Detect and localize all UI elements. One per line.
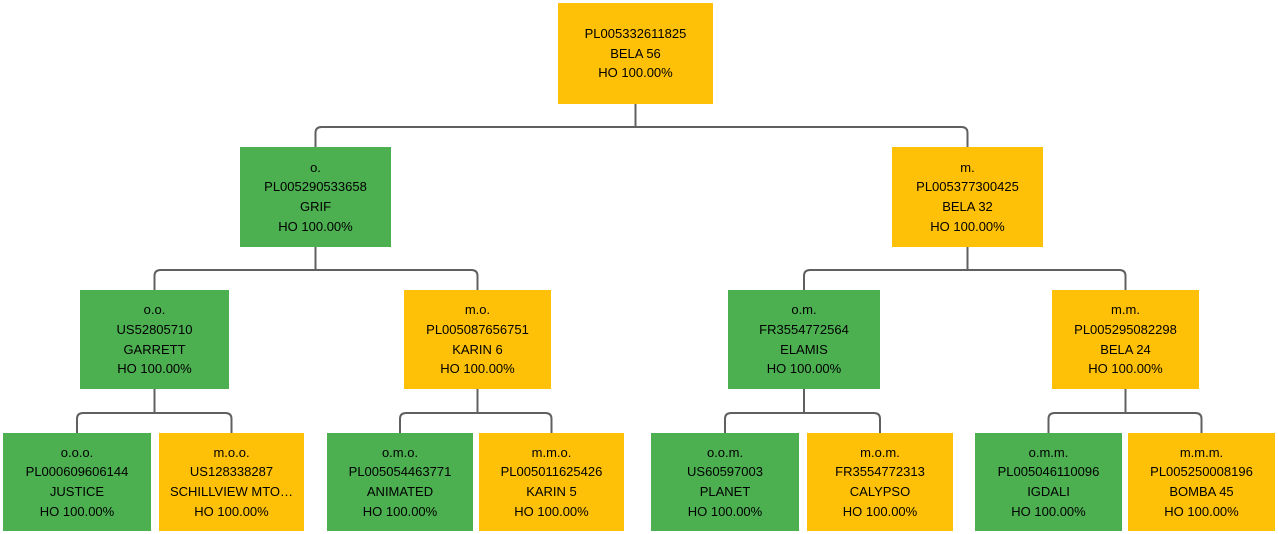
- node-name: IGDALI: [1027, 484, 1070, 499]
- node-path-label: m.m.: [1111, 302, 1140, 317]
- node-path-label: o.o.: [143, 302, 166, 317]
- node-name: ELAMIS: [780, 341, 828, 357]
- node-registration: PL005250008196: [1150, 464, 1253, 480]
- node-registration: PL005332611825: [584, 25, 687, 41]
- connector-bus: [160, 247, 472, 271]
- node-registration: PL005046110096: [997, 464, 1100, 480]
- node-path-label: m.m.o.: [531, 444, 572, 460]
- node-breed-percent: HO 100.00%: [514, 503, 589, 519]
- node-breed-percent: HO 100.00%: [440, 361, 515, 377]
- node-registration: FR3554772564: [759, 321, 849, 337]
- node-path-label: m.o.: [464, 302, 491, 317]
- connector-branch: [961, 126, 969, 147]
- node-name: GARRETT: [123, 341, 186, 357]
- node-path-label: m.m.m.: [1179, 444, 1224, 460]
- node-breed-percent: HO 100.00%: [278, 218, 353, 234]
- node-name: BELA 24: [1100, 341, 1151, 357]
- connector-branch: [314, 126, 322, 147]
- node-name: PLANET: [699, 484, 751, 499]
- node-registration: US52805710: [116, 321, 193, 337]
- node-registration: PL005054463771: [348, 464, 452, 480]
- node-path-label: o.o.o.: [60, 444, 94, 460]
- connector-branch: [471, 269, 479, 290]
- node-registration: PL005087656751: [426, 321, 529, 337]
- connector-branch: [873, 412, 881, 433]
- node-path-label: o.o.m.: [706, 444, 744, 460]
- node-breed-percent: HO 100.00%: [842, 503, 918, 519]
- node-path-label: m.o.o.: [213, 444, 250, 460]
- node-registration: PL005290533658: [264, 179, 367, 195]
- node-breed-percent: HO 100.00%: [687, 503, 763, 519]
- node-name: JUSTICE: [49, 484, 105, 499]
- node-name: SCHILLVIEW MTO…: [169, 484, 294, 499]
- node-name: BELA 32: [942, 199, 993, 214]
- node-breed-percent: HO 100.00%: [194, 503, 269, 519]
- node-path-label: o.m.m.: [1028, 444, 1069, 460]
- connector-bus: [731, 389, 874, 414]
- connector-branch: [153, 269, 161, 290]
- node-breed-percent: HO 100.00%: [1011, 503, 1086, 519]
- node-name: CALYPSO: [849, 484, 911, 499]
- node-name: BELA 56: [610, 45, 661, 61]
- node-registration: US60597003: [687, 464, 763, 480]
- node-registration: PL005377300425: [916, 179, 1019, 195]
- node-path-label: o.: [310, 159, 321, 175]
- node-breed-percent: HO 100.00%: [1088, 361, 1163, 377]
- connector-branch: [724, 412, 732, 433]
- node-path-label: m.: [960, 159, 975, 175]
- connector-branch: [545, 412, 553, 433]
- connector-branch: [803, 269, 811, 290]
- node-path-label: m.o.m.: [860, 444, 900, 460]
- node-breed-percent: HO 100.00%: [117, 361, 192, 377]
- node-name: BOMBA 45: [1169, 484, 1234, 499]
- node-breed-percent: HO 100.00%: [39, 503, 115, 519]
- node-breed-percent: HO 100.00%: [598, 65, 673, 81]
- node-registration: US128338287: [189, 464, 274, 480]
- node-name: KARIN 6: [452, 341, 503, 357]
- connector-branch: [225, 412, 233, 433]
- connector-bus: [321, 104, 962, 128]
- node-breed-percent: HO 100.00%: [930, 218, 1005, 234]
- node-registration: PL005295082298: [1074, 321, 1177, 337]
- node-breed-percent: HO 100.00%: [766, 361, 842, 377]
- node-breed-percent: HO 100.00%: [1164, 503, 1239, 519]
- node-breed-percent: HO 100.00%: [362, 503, 438, 519]
- connector-branch: [1119, 269, 1127, 290]
- node-registration: FR3554772313: [835, 464, 925, 480]
- node-path-label: o.m.o.: [381, 444, 419, 460]
- node-registration: PL000609606144: [25, 464, 129, 480]
- connector-bus: [810, 247, 1120, 271]
- connector-bus: [406, 389, 546, 414]
- connector-branch: [399, 412, 407, 433]
- connector-bus: [83, 389, 226, 414]
- node-registration: PL005011625426: [500, 464, 603, 480]
- connector-branch: [1195, 412, 1203, 433]
- connector-bus: [1054, 389, 1196, 414]
- connector-branch: [1047, 412, 1055, 433]
- node-name: KARIN 5: [526, 484, 577, 499]
- node-path-label: o.m.: [791, 302, 817, 317]
- node-name: ANIMATED: [366, 484, 434, 499]
- node-name: GRIF: [299, 199, 332, 214]
- connector-branch: [76, 412, 84, 433]
